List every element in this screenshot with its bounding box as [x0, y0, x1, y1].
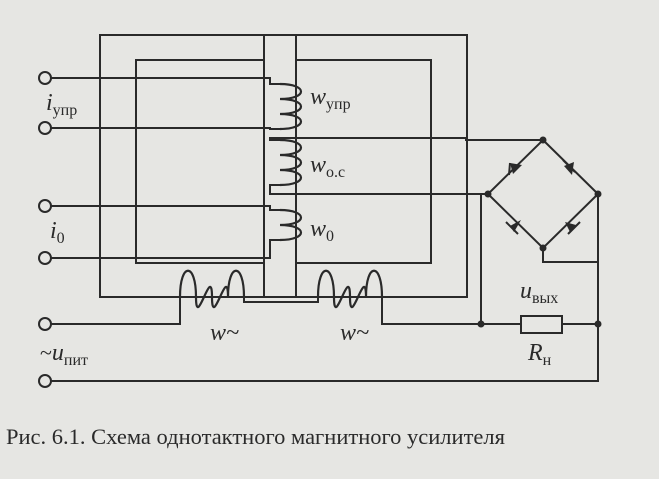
diode-top-right	[562, 159, 576, 175]
bridge-rectifier	[486, 138, 600, 250]
input-terminals	[38, 71, 52, 388]
terminal-bias-top	[38, 199, 52, 213]
ac-windings	[178, 269, 384, 308]
label-w-ac-right: w~	[340, 320, 369, 346]
label-u-out: uвых	[520, 278, 558, 307]
terminal-bias-bottom	[38, 251, 52, 265]
label-r-load: Rн	[527, 340, 552, 369]
diode-top-left	[508, 162, 522, 176]
terminal-supply-bottom	[38, 374, 52, 388]
left-core-window	[135, 59, 265, 264]
right-core-outer	[263, 34, 468, 298]
feedback-winding	[279, 138, 302, 187]
label-u-supply: ~uпит	[40, 340, 88, 369]
central-windings	[279, 82, 302, 242]
ac-winding-right	[316, 269, 384, 308]
load-resistor	[520, 315, 563, 334]
junction-dots	[477, 136, 602, 328]
label-w-ac-left: w~	[210, 320, 239, 346]
diode-bottom-right	[565, 221, 581, 235]
figure-caption: Рис. 6.1. Схема однотактного магнитного …	[6, 424, 505, 449]
terminal-ctrl-top	[38, 71, 52, 85]
label-i-bias: i0	[50, 218, 65, 247]
label-i-ctrl: iупр	[46, 90, 77, 119]
ac-winding-left	[178, 269, 246, 308]
terminal-ctrl-bottom	[38, 121, 52, 135]
terminal-supply-top	[38, 317, 52, 331]
control-winding	[279, 82, 302, 131]
diode-bottom-left	[505, 220, 521, 235]
right-core-window	[295, 59, 432, 264]
label-w-ctrl: wупр	[310, 84, 351, 113]
wiring	[51, 77, 599, 382]
label-w-bias: w0	[310, 216, 334, 245]
bias-winding	[279, 208, 302, 242]
label-w-fb: wо.с	[310, 152, 345, 181]
